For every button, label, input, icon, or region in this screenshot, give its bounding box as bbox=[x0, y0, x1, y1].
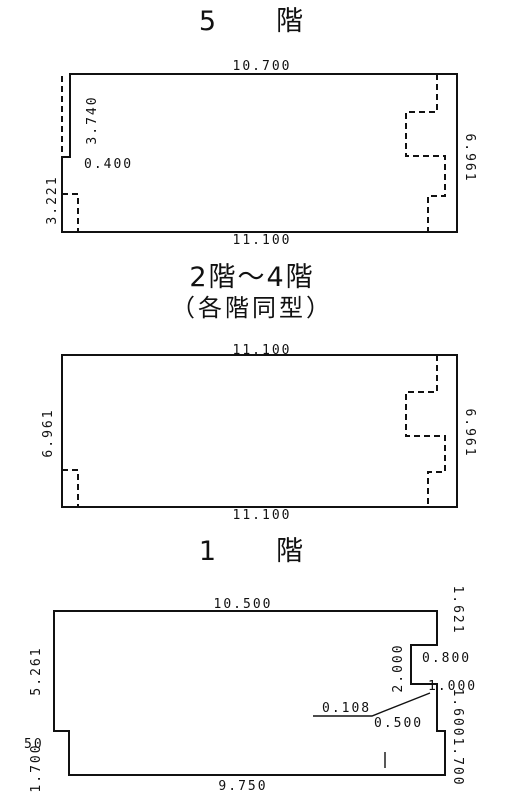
floor-5-bottom-width: 11.100 bbox=[233, 233, 292, 248]
floor-2-4-subtitle: （各階同型） bbox=[171, 294, 333, 322]
floor-2-4-plan: 2階～4階 （各階同型） 11.100 11.100 6.961 6.961 bbox=[41, 262, 477, 523]
floor-1-right-mid-label: 1.600 bbox=[450, 688, 465, 737]
floor-2-4-right-hidden-line bbox=[405, 355, 446, 507]
floor-1-outline bbox=[53, 610, 446, 776]
floor-5-right-height-label: 6.961 bbox=[462, 133, 477, 182]
floor-1-right-step-label: 1.000 bbox=[428, 679, 477, 694]
floor-5-step-label: 0.400 bbox=[84, 157, 133, 172]
floor-2-4-outline bbox=[61, 354, 458, 508]
floor-2-4-left-height-label: 6.961 bbox=[41, 408, 56, 457]
floor-5-top-width: 10.700 bbox=[233, 59, 292, 74]
floor-5-plan: 5 階 10.700 11.100 0.400 3.740 3.221 6.96… bbox=[45, 6, 477, 248]
floor-2-4-right-height-label: 6.961 bbox=[462, 408, 477, 457]
floor-2-4-top-width: 11.100 bbox=[233, 343, 292, 358]
floor-5-left-upper-label: 3.740 bbox=[85, 95, 100, 144]
floor-1-notch-depth-label: 0.800 bbox=[422, 651, 471, 666]
floor-2-4-bottom-width: 11.100 bbox=[233, 508, 292, 523]
floor-1-plan: 1 階 10.500 9.750 5.261 50 1.700 1.621 0.… bbox=[24, 536, 477, 794]
floor-1-offset-leader bbox=[313, 692, 431, 717]
floor-1-offset-label: 0.108 bbox=[322, 701, 371, 716]
floor-1-top-width: 10.500 bbox=[214, 597, 273, 612]
floor-5-title: 5 階 bbox=[199, 6, 305, 37]
floor-1-left-notch-label: 50 bbox=[24, 737, 44, 752]
floor-1-right-top-label: 1.621 bbox=[450, 585, 465, 634]
floor-1-right-lower-label: 1.700 bbox=[450, 737, 465, 786]
floor-5-left-lower-label: 3.221 bbox=[45, 175, 60, 224]
floor-5-right-hidden-line bbox=[405, 74, 446, 232]
floor-1-bottom-width: 9.750 bbox=[218, 779, 267, 794]
floor-2-4-title: 2階～4階 bbox=[189, 262, 314, 293]
floor-1-notch-height-label: 2.000 bbox=[391, 643, 406, 692]
floor-1-right-step-depth-label: 0.500 bbox=[374, 716, 423, 731]
floor-1-left-lower-label: 1.700 bbox=[29, 743, 44, 792]
floor-5-outline bbox=[61, 73, 458, 233]
floor-1-title: 1 階 bbox=[199, 536, 305, 567]
floor-5-left-lower-hidden-line bbox=[62, 193, 79, 232]
floor-2-4-left-hidden-line bbox=[62, 469, 79, 507]
floor-1-left-height-label: 5.261 bbox=[29, 646, 44, 695]
